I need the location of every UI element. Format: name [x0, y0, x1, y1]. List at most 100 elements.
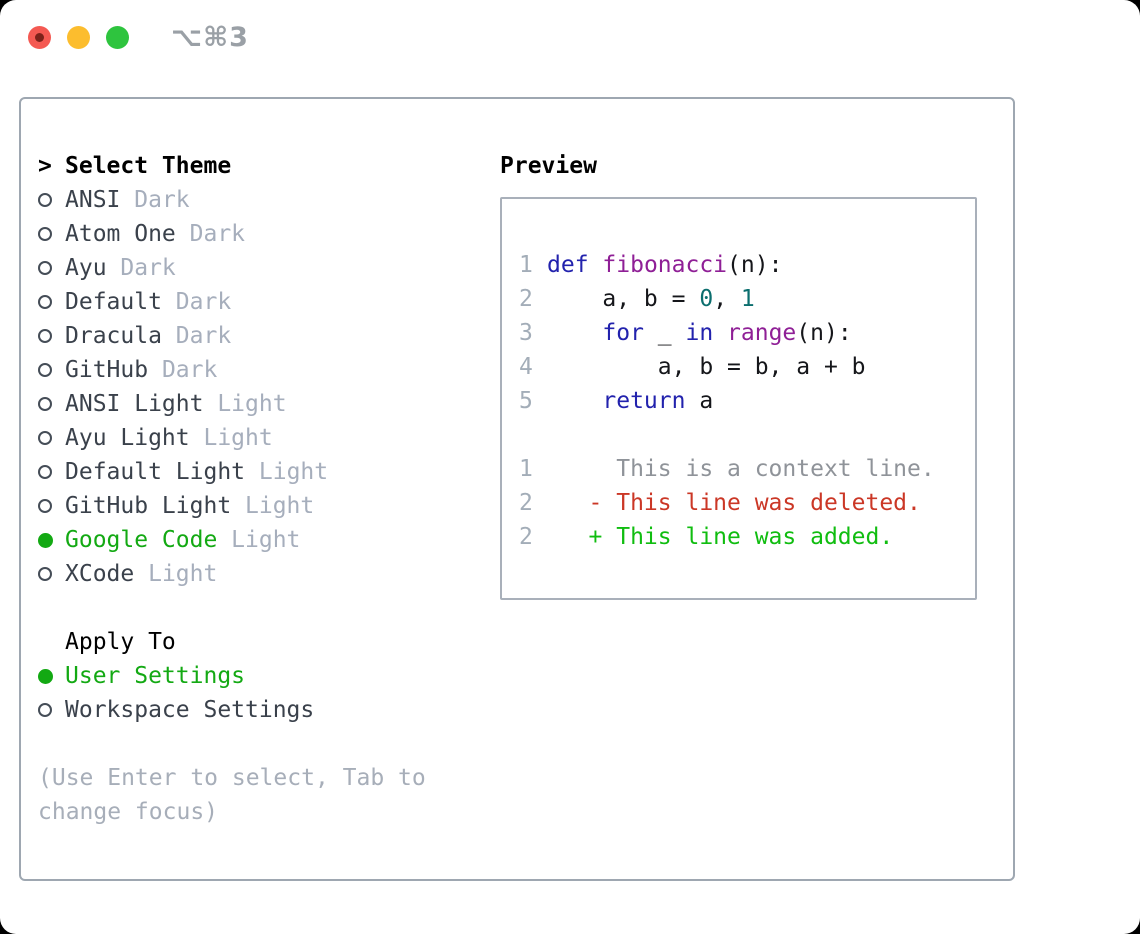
theme-option-atom-one-dark[interactable]: Atom One Dark: [38, 217, 500, 251]
token-fn: fibonacci: [602, 252, 728, 278]
token-num: 0: [699, 286, 714, 312]
zoom-button[interactable]: [106, 25, 129, 49]
radio-unselected-icon: [38, 499, 52, 513]
unsaved-dot-icon: [35, 32, 44, 42]
code-text: a, b = b, a + b: [547, 350, 866, 384]
token-pl: [547, 388, 602, 414]
code-text: for _ in range(n):: [547, 316, 852, 350]
theme-variant-badge: Light: [203, 425, 273, 451]
line-number: 2: [519, 286, 533, 312]
focus-caret-icon: >: [38, 153, 52, 179]
window-titlebar: ⌥⌘3: [0, 0, 1140, 74]
theme-option-dracula-dark[interactable]: Dracula Dark: [38, 319, 500, 353]
diff-sample: 1 This is a context line.2 - This line w…: [519, 452, 975, 554]
theme-option-xcode-light[interactable]: XCode Light: [38, 557, 500, 591]
code-line: 5 return a: [519, 384, 975, 418]
theme-option-github-dark[interactable]: GitHub Dark: [38, 353, 500, 387]
radio-unselected-icon: [38, 567, 52, 581]
radio-selected-icon: [38, 532, 53, 548]
token-fn: range: [727, 320, 797, 346]
token-pl: [589, 252, 603, 278]
theme-name: Ayu Light: [65, 425, 204, 451]
line-number: 2: [519, 490, 533, 516]
window-title: ⌥⌘3: [171, 21, 249, 53]
theme-option-default-dark[interactable]: Default Dark: [38, 285, 500, 319]
theme-option-ansi-dark[interactable]: ANSI Dark: [38, 183, 500, 217]
theme-name: XCode: [65, 561, 149, 587]
radio-unselected-icon: [38, 261, 52, 275]
line-number: 3: [519, 320, 533, 346]
line-number: 2: [519, 524, 533, 550]
theme-option-ansi-light-light[interactable]: ANSI Light Light: [38, 387, 500, 421]
token-pl: a, b =: [547, 286, 700, 312]
radio-unselected-icon: [38, 703, 52, 717]
theme-name: GitHub Light: [65, 493, 246, 519]
token-pl: [713, 320, 727, 346]
apply-option-workspace-settings[interactable]: Workspace Settings: [38, 693, 500, 727]
apply-option-label: Workspace Settings: [65, 697, 315, 723]
token-pl: ,: [713, 286, 741, 312]
minimize-button[interactable]: [67, 25, 90, 49]
preview-title: Preview: [500, 153, 597, 179]
theme-option-google-code-light[interactable]: Google Code Light: [38, 523, 500, 557]
theme-variant-badge: Light: [217, 391, 287, 417]
token-pl: (n):: [727, 252, 783, 278]
token-kw: for: [602, 320, 644, 346]
code-text: a, b = 0, 1: [547, 282, 754, 316]
line-number: 5: [519, 388, 533, 414]
spacer: [38, 727, 500, 761]
diff-text: + This line was added.: [547, 524, 894, 550]
theme-variant-badge: Light: [245, 493, 315, 519]
radio-unselected-icon: [38, 193, 52, 207]
token-pl: a: [685, 388, 714, 414]
close-button[interactable]: [28, 25, 51, 49]
token-kw: in: [685, 320, 714, 346]
theme-option-ayu-light-light[interactable]: Ayu Light Light: [38, 421, 500, 455]
select-theme-title: Select Theme: [65, 153, 232, 179]
token-kw: def: [547, 252, 589, 278]
token-pl: [547, 320, 602, 346]
radio-unselected-icon: [38, 397, 52, 411]
apply-option-label: User Settings: [65, 663, 246, 689]
theme-name: Atom One: [65, 221, 190, 247]
code-text: def fibonacci(n):: [547, 248, 782, 282]
token-pl: _: [643, 320, 686, 346]
token-kw: return: [602, 388, 686, 414]
theme-name: ANSI: [65, 187, 135, 213]
theme-variant-badge: Light: [148, 561, 218, 587]
radio-unselected-icon: [38, 465, 52, 479]
radio-unselected-icon: [38, 329, 52, 343]
code-line: 2 a, b = 0, 1: [519, 282, 975, 316]
diff-text: This is a context line.: [547, 456, 935, 482]
theme-name: Dracula: [65, 323, 176, 349]
theme-variant-badge: Light: [258, 459, 329, 485]
theme-variant-badge: Light: [231, 527, 301, 553]
theme-option-ayu-dark[interactable]: Ayu Dark: [38, 251, 500, 285]
apply-option-user-settings[interactable]: User Settings: [38, 659, 500, 693]
code-line: 4 a, b = b, a + b: [519, 350, 975, 384]
spacer: [38, 591, 500, 625]
theme-option-github-light-light[interactable]: GitHub Light Light: [38, 489, 500, 523]
token-pl: (n):: [796, 320, 852, 346]
diff-line-deleted: 2 - This line was deleted.: [519, 486, 975, 520]
diff-line-added: 2 + This line was added.: [519, 520, 975, 554]
theme-option-default-light-light[interactable]: Default Light Light: [38, 455, 500, 489]
theme-variant-badge: Dark: [161, 357, 218, 383]
keyboard-hint: (Use Enter to select, Tab to change focu…: [38, 765, 426, 825]
code-text: return a: [547, 384, 713, 418]
theme-variant-badge: Dark: [189, 221, 246, 247]
token-pl: a, b = b, a + b: [547, 354, 866, 380]
theme-variant-badge: Dark: [134, 187, 190, 213]
select-theme-header-row: > Select Theme: [38, 149, 500, 183]
theme-name: Default Light: [65, 459, 259, 485]
theme-variant-badge: Dark: [175, 289, 232, 315]
